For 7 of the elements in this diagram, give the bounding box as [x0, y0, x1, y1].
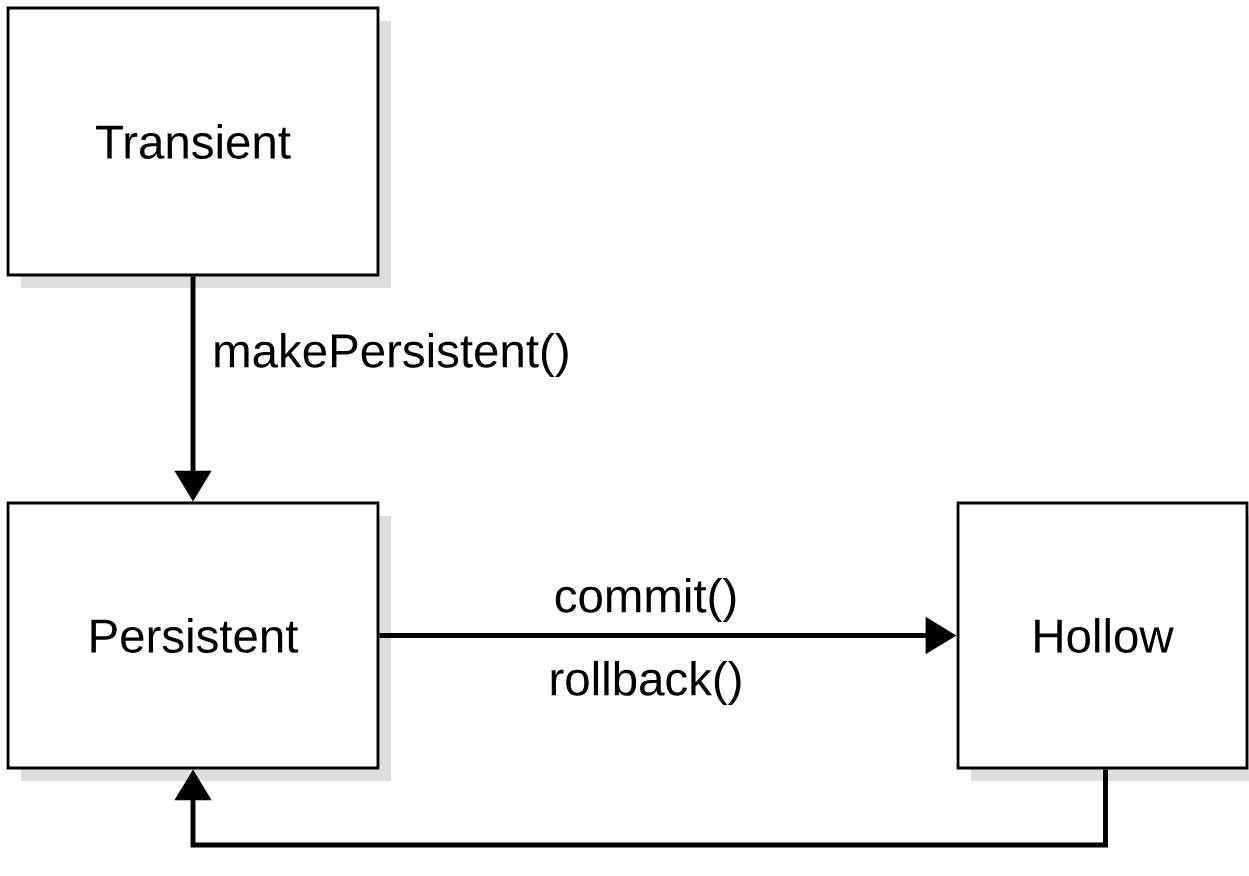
edge-label: commit(): [555, 577, 736, 623]
state-box: Transient: [6, 6, 391, 288]
state-box: Persistent: [6, 501, 391, 781]
transition-label: rollback(): [551, 660, 741, 706]
arrow: [174, 769, 1108, 848]
edge-label: makePersistent(): [215, 332, 568, 378]
state-box: Hollow: [956, 501, 1249, 781]
